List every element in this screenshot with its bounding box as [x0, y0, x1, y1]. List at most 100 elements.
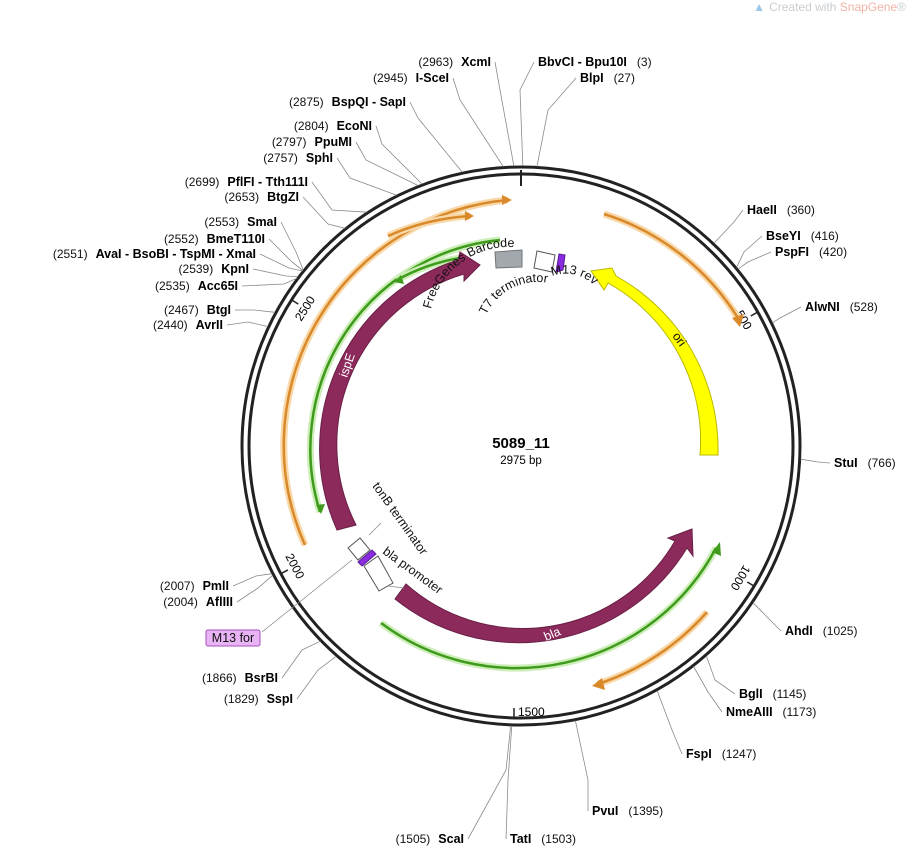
restriction-site[interactable]: (2007)PmlI: [160, 573, 272, 593]
restriction-site[interactable]: (2440) AvrII: [153, 318, 268, 332]
restriction-site[interactable]: (2539)KpnI: [179, 262, 299, 277]
site-position: (1829): [224, 692, 259, 706]
site-name: BsrBI: [245, 671, 278, 685]
feature-ispE[interactable]: [319, 251, 481, 531]
restriction-site[interactable]: BglI(1145): [705, 655, 806, 701]
restriction-site[interactable]: (2653)BtgZI: [224, 190, 345, 229]
site-name: FspI: [686, 747, 712, 761]
site-label: (2551)AvaI - BsoBI - TspMI - XmaI: [53, 247, 256, 261]
feature-label-ori: ori: [670, 330, 689, 349]
restriction-site[interactable]: (2553)SmaI: [204, 215, 304, 271]
site-label: PvuI(1395): [592, 804, 663, 818]
tick-label-1000: 1000: [727, 563, 753, 593]
restriction-site[interactable]: TatI(1503): [505, 725, 576, 846]
restriction-site[interactable]: (1829)SspI: [224, 655, 337, 706]
orf-upper-orange-head: [465, 211, 474, 221]
site-position: (420): [819, 245, 847, 259]
feature-freegenes-barcode[interactable]: [494, 249, 523, 269]
restriction-site[interactable]: AlwNI (528): [772, 300, 878, 324]
backbone-outer: [240, 165, 802, 727]
site-position: (1395): [628, 804, 663, 818]
restriction-site[interactable]: (1866)BsrBI: [202, 640, 321, 685]
orf-top-right-glow: [602, 210, 741, 320]
restriction-site[interactable]: StuI(766): [800, 456, 896, 470]
restriction-site[interactable]: (2551)AvaI - BsoBI - TspMI - XmaI: [53, 247, 303, 272]
plasmid-length: 2975 bp: [500, 455, 542, 467]
restriction-site[interactable]: PspFI(420): [737, 245, 847, 270]
site-position: (2004): [163, 595, 198, 609]
feature-bla-promoter[interactable]: [363, 555, 394, 592]
restriction-site[interactable]: HaeII(360): [713, 203, 815, 244]
site-leader-line: [505, 725, 513, 840]
restriction-site[interactable]: BlpI(27): [536, 71, 635, 167]
site-position: (1247): [722, 747, 757, 761]
restriction-site[interactable]: (2535)Acc65I: [155, 278, 297, 293]
site-label: TatI(1503): [510, 832, 576, 846]
tick-label-1500: 1500: [518, 705, 545, 719]
watermark-prefix: Created with: [769, 0, 840, 14]
site-position: (2535): [155, 279, 190, 293]
site-position: (2551): [53, 247, 88, 261]
site-name: HaeII: [747, 203, 777, 217]
site-name: KpnI: [221, 262, 249, 276]
site-leader-line: [409, 101, 463, 173]
site-name: BglI: [739, 687, 763, 701]
restriction-site[interactable]: (2004)AflIII: [163, 574, 273, 609]
site-position: (1505): [396, 832, 431, 846]
orf-left-outer: [282, 198, 509, 546]
restriction-site[interactable]: (2804)EcoNI: [294, 119, 423, 185]
site-position: (1025): [823, 624, 858, 638]
restriction-site[interactable]: (2757)SphI: [263, 151, 397, 196]
site-position: (528): [850, 300, 878, 314]
feature-ori[interactable]: [590, 267, 719, 456]
restriction-site[interactable]: FspI (1247): [656, 690, 757, 761]
orf-bottom-right: [597, 611, 708, 686]
site-label: AhdI (1025): [785, 624, 857, 638]
site-name: AhdI: [785, 624, 813, 638]
orf-left-outer-head: [502, 195, 512, 205]
site-position: (2440): [153, 318, 188, 332]
site-name: AlwNI: [805, 300, 840, 314]
feature-tonb-terminator[interactable]: [347, 537, 371, 561]
site-leader-line: [375, 125, 423, 185]
site-leader-line: [536, 77, 577, 167]
site-leader-line: [280, 221, 304, 271]
feature-bla[interactable]: [394, 528, 694, 644]
primer-m13-for[interactable]: M13 for: [205, 629, 261, 647]
restriction-site[interactable]: PvuI(1395): [575, 720, 663, 818]
orf-top-right: [603, 212, 740, 319]
site-leader-line: [772, 306, 802, 324]
restriction-site[interactable]: (2552)BmeT110I: [164, 232, 304, 271]
site-position: (1503): [541, 832, 576, 846]
site-name: SphI: [306, 151, 333, 165]
restriction-site[interactable]: NmeAIII(1173): [693, 666, 817, 720]
site-label: (2875)BspQI - SapI: [289, 95, 406, 109]
site-name: AvrII: [196, 318, 223, 332]
site-label: HaeII(360): [747, 203, 815, 217]
restriction-site[interactable]: (1505)ScaI: [396, 725, 512, 846]
restriction-site[interactable]: (2875)BspQI - SapI: [289, 95, 463, 173]
feature-m13-for-site[interactable]: [357, 549, 377, 567]
site-position: (2467): [164, 303, 199, 317]
feature-m13-rev[interactable]: [555, 253, 566, 273]
restriction-site[interactable]: AhdI (1025): [752, 602, 857, 638]
restriction-site[interactable]: (2797)PpuMI: [272, 135, 419, 186]
feature-t7-terminator[interactable]: [533, 250, 556, 273]
site-position: (2552): [164, 232, 199, 246]
restriction-site[interactable]: BseYI(416): [736, 229, 839, 268]
orf-upper-orange: [387, 214, 471, 238]
restriction-site[interactable]: (2467)BtgI: [164, 303, 276, 317]
feature-label-bla: bla: [542, 624, 563, 643]
site-leader-line: [226, 321, 268, 327]
restriction-site[interactable]: BbvCI - Bpu10I(3): [519, 55, 652, 167]
site-label: StuI(766): [834, 456, 896, 470]
restriction-site[interactable]: (2945)I-SceI: [373, 71, 504, 167]
watermark-suffix: ®: [897, 0, 906, 14]
restriction-site[interactable]: (2699)PflFI - Tth111I: [185, 175, 367, 213]
site-name: BbvCI - Bpu10I: [538, 55, 627, 69]
orf-left-green-a-head: [316, 504, 325, 514]
primer-label: M13 for: [212, 631, 254, 645]
restriction-site[interactable]: (2963)XcmI: [418, 55, 515, 167]
site-label: AlwNI (528): [805, 300, 878, 314]
site-leader-line: [752, 602, 782, 632]
